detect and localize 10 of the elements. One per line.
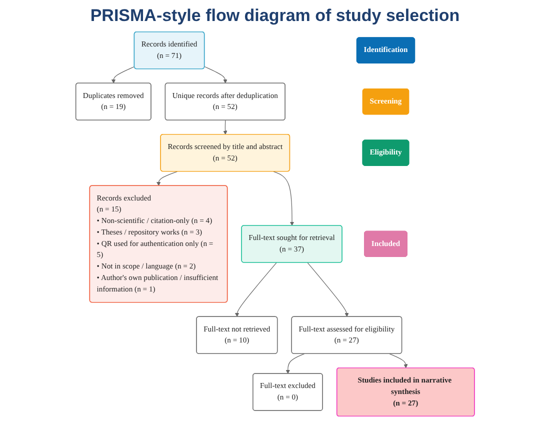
arrow [223,120,228,135]
arrow [273,171,294,226]
diagram-title: PRISMA-style flow diagram of study selection [89,6,461,26]
arrow [156,171,178,186]
arrow [389,353,408,368]
arrow [286,353,305,374]
arrow [307,262,349,317]
arrow [111,66,135,84]
arrow [204,66,228,84]
arrow [234,262,277,317]
